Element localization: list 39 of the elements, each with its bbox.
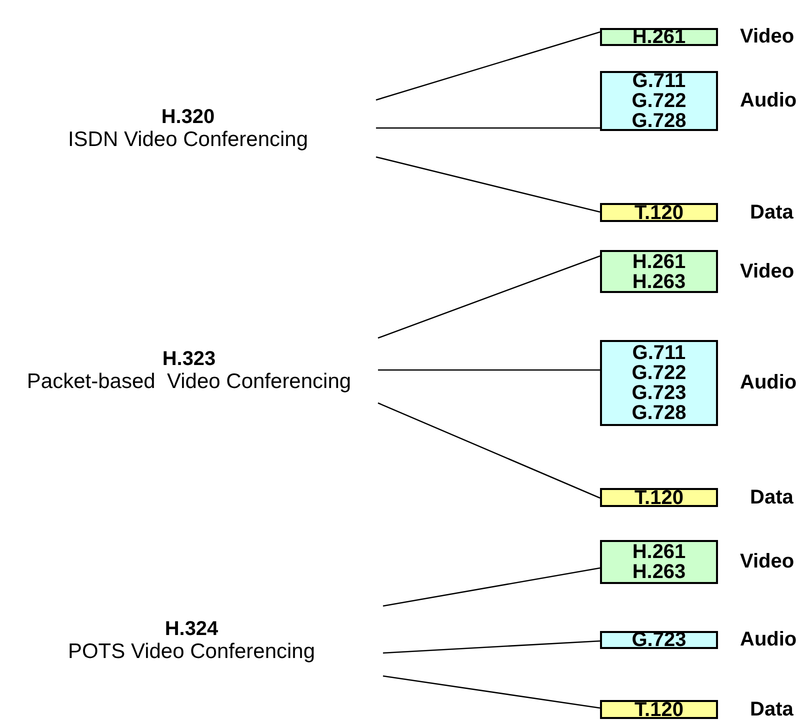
media-type-label: Audio	[740, 372, 797, 394]
media-type-label: Video	[740, 260, 794, 283]
codec-name: G.723	[632, 383, 686, 403]
codec-name: G.728	[632, 111, 686, 131]
connector-line	[378, 255, 600, 339]
codec-name: H.263	[632, 562, 686, 582]
standard-name: H.324	[164, 618, 220, 640]
codec-name: T.120	[634, 202, 684, 222]
connector-line	[376, 127, 600, 129]
standard-description: Packet-based Video Conferencing	[26, 370, 352, 392]
connector-line	[378, 402, 600, 499]
codec-name: H.261	[632, 542, 686, 562]
codec-name: G.711	[632, 343, 686, 363]
codec-name: H.263	[632, 272, 686, 292]
connector-line	[382, 675, 600, 709]
media-type-label: Audio	[740, 90, 797, 112]
media-type-label: Audio	[740, 628, 797, 652]
connector-line	[382, 567, 600, 607]
connector-line	[382, 640, 600, 654]
connector-line	[376, 156, 600, 213]
codec-name: G.728	[632, 403, 686, 423]
connector-line	[378, 369, 600, 371]
media-type-label: Data	[750, 486, 794, 509]
standard-description: POTS Video Conferencing	[66, 640, 316, 662]
codec-name: G.722	[632, 363, 686, 383]
media-type-label: Video	[740, 26, 794, 48]
codec-name: H.261	[632, 252, 686, 272]
standard-description: ISDN Video Conferencing	[66, 128, 310, 150]
codec-name: T.120	[634, 488, 684, 508]
connector-line	[376, 31, 600, 101]
standard-name: H.320	[160, 106, 216, 128]
media-type-label: Data	[750, 201, 794, 224]
codec-name: G.722	[632, 91, 686, 111]
media-type-label: Video	[740, 550, 794, 574]
standard-name: H.323	[161, 348, 217, 370]
codec-name: G.711	[632, 71, 686, 91]
codec-name: T.120	[634, 700, 684, 720]
codec-name: H.261	[632, 27, 686, 47]
media-type-label: Data	[750, 698, 794, 720]
